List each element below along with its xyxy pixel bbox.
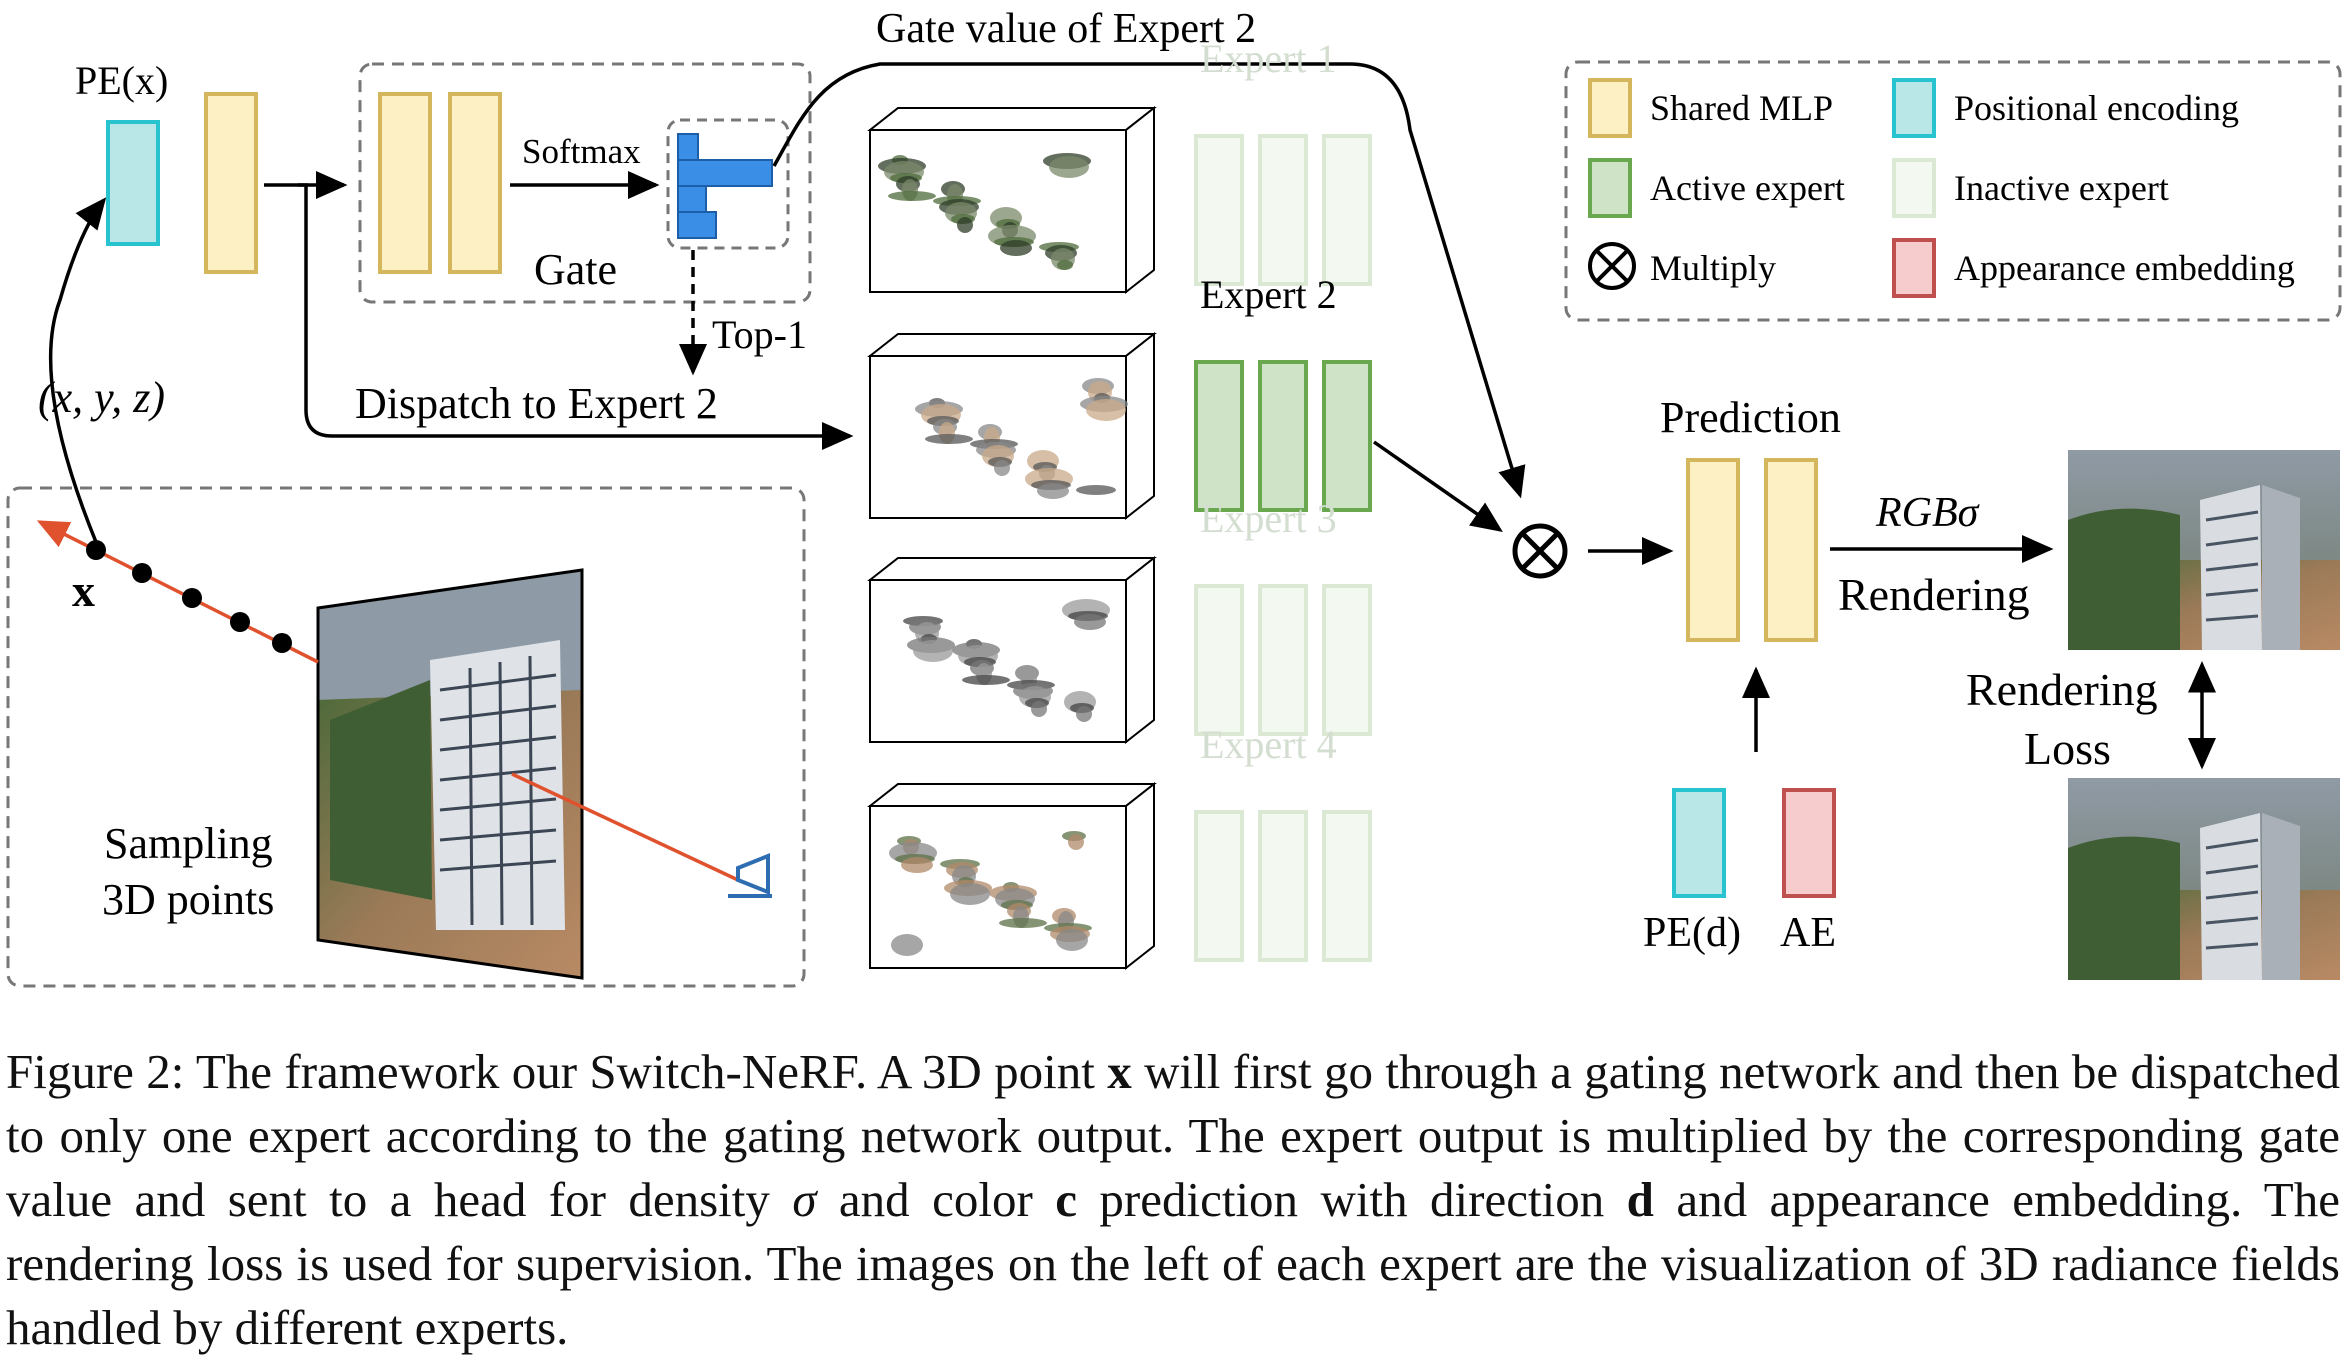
caption-part3: and color: [816, 1172, 1056, 1227]
expert-row-2: Expert 2: [867, 272, 1372, 521]
expert-2-mlp-block-3: [1322, 360, 1372, 512]
expert-label-1: Expert 1: [1200, 36, 1337, 81]
radiance-field-4: [867, 781, 1157, 971]
gate-value-arrow: [772, 62, 1526, 499]
dispatch-label: Dispatch to Expert 2: [355, 379, 718, 428]
gate-box: [358, 62, 812, 304]
head-mlp-block-2: [1764, 458, 1818, 642]
expert-1-mlp-block-3: [1322, 134, 1372, 286]
caption-part4: prediction with direction: [1076, 1172, 1627, 1227]
ray-front: [511, 772, 739, 882]
rendering-loss-label-2: Loss: [2024, 723, 2111, 774]
expert-row-1: Expert 1: [867, 36, 1372, 295]
legend-item-5: Multiply: [1588, 242, 1776, 290]
expert-4-mlp-block-3: [1322, 810, 1372, 962]
gate-value-label: Gate value of Expert 2: [876, 6, 1256, 52]
radiance-field-2: [867, 331, 1157, 521]
top1-label: Top-1: [712, 312, 807, 357]
legend-swatch-6: [1892, 238, 1936, 298]
pe-d-label: PE(d): [1643, 910, 1741, 956]
expert-rows: Expert 1 Expert 2 Expert 3 Expert 4: [867, 36, 1372, 971]
legend-swatch-2: [1892, 78, 1936, 138]
rendering-loss-label-1: Rendering: [1966, 664, 2158, 715]
sampling-label-2: 3D points: [102, 875, 274, 924]
legend-item-3: Active expert: [1588, 158, 1845, 218]
ae-block: [1782, 788, 1836, 898]
shared-mlp-block-1: [204, 92, 258, 274]
caption-sigma: σ: [792, 1172, 817, 1227]
sampling-label-1: Sampling: [104, 819, 273, 868]
sampling-box: [6, 486, 806, 988]
arrow-expert-to-multiply: [1372, 440, 1503, 533]
expert-row-4: Expert 4: [867, 722, 1372, 971]
scene-image: [316, 568, 584, 980]
gate-mlp-block-1: [378, 92, 432, 274]
ground-truth-image: [2068, 778, 2340, 980]
ray-back: [36, 520, 319, 664]
expert-row-3: Expert 3: [867, 496, 1372, 745]
caption-prefix: Figure 2: The framework our Switch-NeRF.…: [6, 1044, 1108, 1099]
caption-part2: will first go through a gating network a…: [6, 1044, 2340, 1227]
expert-3-mlp-block-2: [1258, 584, 1308, 736]
xyz-label: (x, y, z): [38, 373, 165, 422]
softmax-label: Softmax: [522, 132, 641, 171]
arrow-dispatch: [298, 183, 854, 450]
gate-label: Gate: [534, 245, 617, 294]
gate-bars-icon: [677, 133, 773, 239]
caption-d: d: [1626, 1172, 1654, 1227]
expert-label-4: Expert 4: [1200, 722, 1337, 767]
legend-label-1: Shared MLP: [1650, 88, 1833, 128]
legend-item-6: Appearance embedding: [1892, 238, 2295, 298]
expert-3-mlp-block-3: [1322, 584, 1372, 736]
pe-x-block: [106, 120, 160, 246]
expert-2-mlp-block-2: [1258, 360, 1308, 512]
prediction-label: Prediction: [1660, 393, 1841, 442]
expert-4-mlp-block-2: [1258, 810, 1308, 962]
expert-1-mlp-block-1: [1194, 134, 1244, 286]
legend-swatch-1: [1588, 78, 1632, 138]
rgb-sigma-label: RGBσ: [1875, 490, 1981, 536]
legend-label-4: Inactive expert: [1954, 168, 2169, 208]
multiply-icon: [1588, 242, 1636, 290]
gate-mlp-block-2: [448, 92, 502, 274]
head-mlp-block-1: [1686, 458, 1740, 642]
framework-diagram: PE(x) Softmax Gate Top-1 Gate value of E…: [6, 6, 2342, 988]
legend-swatch-3: [1588, 158, 1632, 218]
sample-points: [86, 540, 292, 653]
expert-4-mlp-block-1: [1194, 810, 1244, 962]
expert-label-2: Expert 2: [1200, 272, 1337, 317]
arrow-to-pe: [48, 197, 107, 543]
camera-icon: [728, 853, 772, 898]
legend-box: [1564, 60, 2342, 322]
legend-item-2: Positional encoding: [1892, 78, 2239, 138]
radiance-field-3: [867, 555, 1157, 745]
figure-caption: Figure 2: The framework our Switch-NeRF.…: [6, 1040, 2340, 1360]
expert-2-mlp-block-1: [1194, 360, 1244, 512]
caption-x: x: [1107, 1044, 1132, 1099]
legend-swatch-4: [1892, 158, 1936, 218]
legend-label-3: Active expert: [1650, 168, 1845, 208]
legend-label-6: Appearance embedding: [1954, 248, 2295, 288]
expert-3-mlp-block-1: [1194, 584, 1244, 736]
legend-item-4: Inactive expert: [1892, 158, 2169, 218]
multiply-icon: [1512, 523, 1568, 579]
x-point-label: x: [72, 565, 95, 616]
caption-part5: and appearance embedding. The rendering …: [6, 1172, 2340, 1355]
pe-d-block: [1672, 788, 1726, 898]
rendered-image: [2068, 450, 2340, 650]
expert-1-mlp-block-2: [1258, 134, 1308, 286]
expert-label-3: Expert 3: [1200, 496, 1337, 541]
legend-label-5: Multiply: [1650, 248, 1776, 288]
legend-item-1: Shared MLP: [1588, 78, 1833, 138]
legend-label-2: Positional encoding: [1954, 88, 2239, 128]
radiance-field-1: [867, 105, 1157, 295]
caption-c: c: [1055, 1172, 1077, 1227]
ae-label: AE: [1780, 910, 1836, 956]
rendering-label: Rendering: [1838, 569, 2030, 620]
pe-x-label: PE(x): [75, 58, 168, 103]
